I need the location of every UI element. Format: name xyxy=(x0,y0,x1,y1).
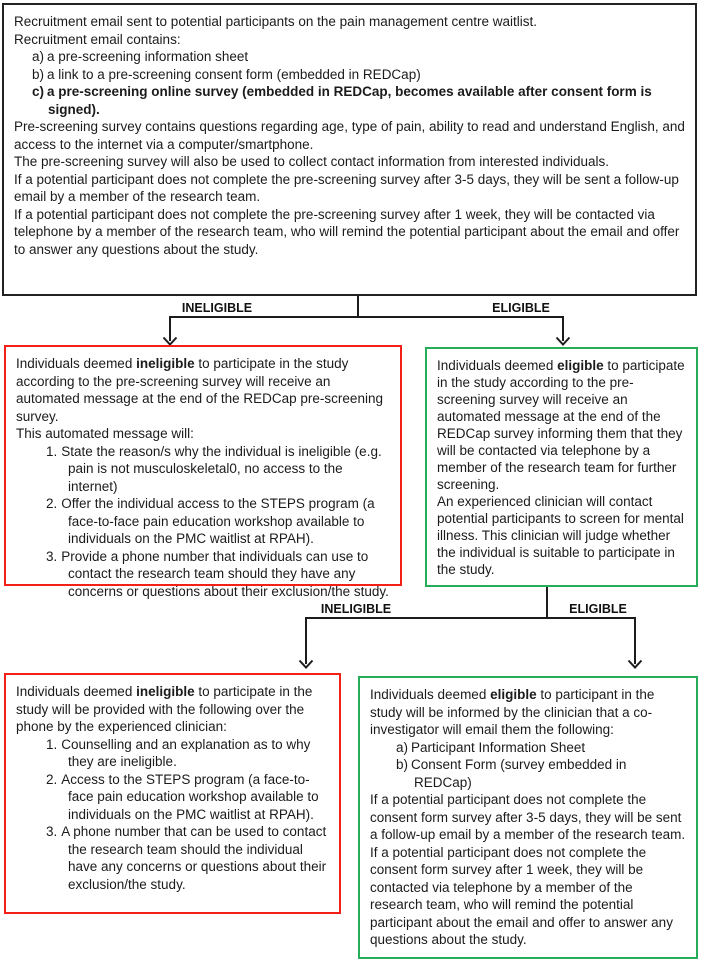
prescreen-eligible-clinician-para: An experienced clinician will contact po… xyxy=(437,494,684,577)
prescreen-ineligible-item-2: 2.Offer the individual access to the STE… xyxy=(16,495,390,548)
prescreen-ineligible-intro: Individuals deemed ineligible to partici… xyxy=(16,355,390,425)
item-text: a pre-screening information sheet xyxy=(47,49,249,64)
item-marker: 2. xyxy=(46,771,58,787)
intro-rest: to participant in the study will be info… xyxy=(370,687,655,737)
intro-rest: to participate in the study according to… xyxy=(437,358,685,492)
intro-prefix: Individuals deemed xyxy=(370,687,491,702)
intro-rest: to participate in the study according to… xyxy=(16,356,383,424)
branch1-eligible-label: ELIGIBLE xyxy=(490,301,552,315)
item-text: Consent Form (survey embedded in REDCap) xyxy=(411,757,627,790)
intro-bold-word: ineligible xyxy=(136,356,195,371)
phone-ineligible-item-1: 1.Counselling and an explanation as to w… xyxy=(16,736,329,771)
branch2-eligible-label: ELIGIBLE xyxy=(567,602,629,616)
recruitment-email-box: Recruitment email sent to potential part… xyxy=(2,3,697,296)
consent-followup-email-para: If a potential participant does not comp… xyxy=(370,792,686,842)
branch2-right-arrowhead-icon xyxy=(627,659,643,669)
recruitment-para-contact-info: The pre-screening survey will also be us… xyxy=(14,154,610,169)
item-marker: 3. xyxy=(46,824,58,839)
item-marker: 2. xyxy=(46,496,58,511)
recruitment-line-1: Recruitment email sent to potential part… xyxy=(14,14,538,29)
phone-ineligible-item-3: 3.A phone number that can be used to con… xyxy=(16,823,329,893)
item-text: State the reason/s why the individual is… xyxy=(61,443,382,494)
recruitment-para-survey-contents: Pre-screening survey contains questions … xyxy=(14,119,685,152)
item-marker: 1. xyxy=(46,736,58,752)
item-text: Offer the individual access to the STEPS… xyxy=(61,496,375,546)
intro-bold-word: eligible xyxy=(557,358,604,373)
intro-bold-word: eligible xyxy=(490,687,537,702)
item-marker: b) xyxy=(396,757,409,772)
recruitment-item-a: a)a pre-screening information sheet xyxy=(14,48,685,66)
recruitment-item-c: c)a pre-screening online survey (embedde… xyxy=(14,83,685,118)
prescreen-ineligible-item-3: 3.Provide a phone number that individual… xyxy=(16,548,390,601)
recruitment-para-followup-phone: If a potential participant does not comp… xyxy=(14,206,680,257)
consent-followup-phone-para: If a potential participant does not comp… xyxy=(370,844,673,948)
item-marker: a) xyxy=(396,739,409,755)
item-text: a link to a pre-screening consent form (… xyxy=(47,66,421,82)
item-marker: c) xyxy=(32,84,45,99)
intro-prefix: Individuals deemed xyxy=(16,356,137,371)
item-text: Provide a phone number that individuals … xyxy=(61,548,389,599)
recruitment-item-b: b)a link to a pre-screening consent form… xyxy=(14,66,685,84)
phone-ineligible-item-2: 2.Access to the STEPS program (a face-to… xyxy=(16,771,329,824)
branch1-ineligible-label: INELIGIBLE xyxy=(179,301,255,315)
item-text: a pre-screening online survey (embedded … xyxy=(47,84,652,117)
consent-eligible-item-b: b)Consent Form (survey embedded in REDCa… xyxy=(370,756,686,791)
item-text: A phone number that can be used to conta… xyxy=(61,824,327,892)
intro-prefix: Individuals deemed xyxy=(437,358,558,373)
branch2-left-arrowhead-icon xyxy=(298,659,314,669)
prescreen-ineligible-line2: This automated message will: xyxy=(16,426,194,441)
consent-eligible-intro: Individuals deemed eligible to participa… xyxy=(370,686,686,739)
prescreen-eligible-box: Individuals deemed eligible to participa… xyxy=(425,347,698,587)
recruitment-para-followup-email: If a potential participant does not comp… xyxy=(14,171,679,205)
item-marker: b) xyxy=(32,66,45,82)
branch1-right-arrowhead-icon xyxy=(555,336,571,346)
prescreen-ineligible-item-1: 1.State the reason/s why the individual … xyxy=(16,443,390,496)
branch1-left-arrowhead-icon xyxy=(162,336,178,346)
recruitment-line-2: Recruitment email contains: xyxy=(14,31,181,47)
phone-ineligible-box: Individuals deemed ineligible to partici… xyxy=(4,673,341,914)
item-text: Counselling and an explanation as to why… xyxy=(61,736,311,770)
intro-bold-word: ineligible xyxy=(136,684,195,699)
item-text: Access to the STEPS program (a face-to-f… xyxy=(61,771,319,822)
item-text: Participant Information Sheet xyxy=(411,739,586,755)
prescreen-ineligible-box: Individuals deemed ineligible to partici… xyxy=(4,345,402,599)
item-marker: a) xyxy=(32,49,45,64)
phone-ineligible-intro: Individuals deemed ineligible to partici… xyxy=(16,683,329,736)
item-marker: 3. xyxy=(46,548,58,564)
branch2-ineligible-label: INELIGIBLE xyxy=(318,602,394,616)
item-marker: 1. xyxy=(46,443,58,459)
intro-rest: to participate in the study will be prov… xyxy=(16,684,313,734)
consent-eligible-box: Individuals deemed eligible to participa… xyxy=(358,676,698,959)
consent-eligible-item-a: a)Participant Information Sheet xyxy=(370,739,686,757)
prescreen-eligible-intro: Individuals deemed eligible to participa… xyxy=(437,357,686,493)
intro-prefix: Individuals deemed xyxy=(16,684,137,699)
